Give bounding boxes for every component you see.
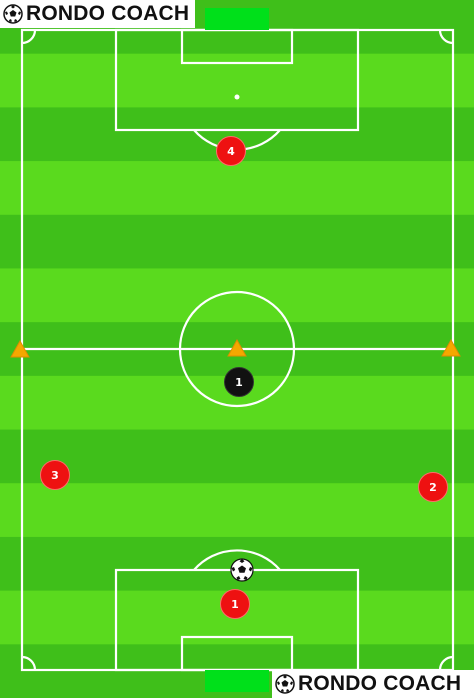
center-circle <box>178 290 296 408</box>
attacker-marker-1[interactable]: 1 <box>220 589 250 619</box>
brand-name: RONDO COACH <box>298 672 462 695</box>
player-number: 3 <box>51 468 59 482</box>
pitch-stripe <box>0 268 474 323</box>
player-number: 1 <box>235 375 243 389</box>
corner-arc-top-right <box>438 29 454 45</box>
attacker-marker-2[interactable]: 2 <box>418 472 448 502</box>
pitch-stripe <box>0 53 474 108</box>
brand-name: RONDO COACH <box>26 2 190 25</box>
cone-icon-left[interactable] <box>10 340 30 358</box>
attacker-marker-3[interactable]: 3 <box>40 460 70 490</box>
bottom-goal <box>205 670 269 692</box>
player-number: 4 <box>227 144 235 158</box>
pitch-stripe <box>0 429 474 484</box>
corner-arc-top-left <box>21 29 37 45</box>
cone-icon-right[interactable] <box>441 339 461 357</box>
soccer-ball-icon <box>3 4 23 24</box>
brand-logo-bottom: RONDO COACH <box>272 670 474 698</box>
defender-marker-1[interactable]: 1 <box>224 367 254 397</box>
attacker-marker-4[interactable]: 4 <box>216 136 246 166</box>
soccer-ball-icon[interactable] <box>230 558 254 582</box>
corner-arc-bottom-right <box>438 655 454 671</box>
top-penalty-spot <box>234 94 240 100</box>
pitch-stripe <box>0 161 474 216</box>
pitch-stripe <box>0 483 474 538</box>
brand-logo-top: RONDO COACH <box>0 0 196 28</box>
soccer-ball-icon <box>275 674 295 694</box>
pitch-stripe <box>0 214 474 269</box>
cone-icon-center[interactable] <box>227 339 247 357</box>
player-number: 2 <box>429 480 437 494</box>
bottom-penalty-arc <box>193 549 281 571</box>
player-number: 1 <box>231 597 239 611</box>
corner-arc-bottom-left <box>21 655 37 671</box>
top-goal <box>205 8 269 30</box>
